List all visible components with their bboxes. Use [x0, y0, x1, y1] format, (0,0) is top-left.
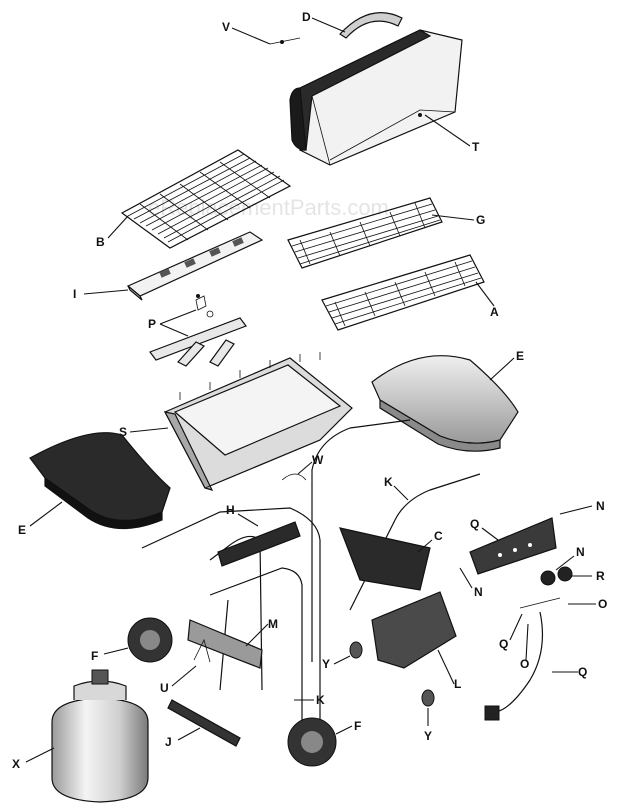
callout-m: M	[268, 617, 278, 631]
side-shelf-left	[29, 432, 171, 530]
callout-n-upper: N	[596, 499, 605, 513]
control-knobs	[540, 566, 573, 586]
callout-l: L	[454, 677, 461, 691]
callout-e-left: E	[18, 523, 26, 537]
callout-q-middle: Q	[499, 637, 508, 651]
callout-p: P	[148, 317, 156, 331]
callout-f-left: F	[91, 649, 98, 663]
propane-tank	[51, 669, 149, 803]
cooking-grate	[120, 149, 292, 249]
leg-feet	[349, 641, 435, 707]
watermark-text: eReplacementParts.com	[148, 195, 389, 220]
frame-brace-h	[217, 521, 301, 567]
callout-k-upper: K	[384, 475, 393, 489]
gas-hose	[484, 597, 561, 721]
callout-r: R	[596, 569, 605, 583]
callout-q-upper: Q	[470, 517, 479, 531]
callout-a: A	[490, 305, 499, 319]
callout-e-right: E	[516, 349, 524, 363]
wheel-lower	[287, 717, 337, 767]
callout-i: I	[73, 287, 76, 301]
warming-rack-upper	[287, 197, 443, 269]
callout-b: B	[96, 235, 105, 249]
lid-handle	[339, 12, 403, 39]
hook-w	[281, 473, 307, 481]
front-panel-l	[371, 591, 457, 669]
callout-o-lower: O	[520, 657, 529, 671]
thermometer-part	[269, 37, 301, 45]
callout-y-upper: Y	[322, 657, 330, 671]
callout-s: S	[119, 425, 127, 439]
callout-w: W	[312, 453, 324, 467]
callout-q-lower: Q	[578, 665, 587, 679]
callout-k-lower: K	[316, 693, 325, 707]
wheel-left	[127, 617, 173, 663]
control-panel-q	[469, 517, 557, 575]
callout-f-lower: F	[354, 719, 361, 733]
side-shelf-right	[371, 355, 519, 452]
callout-j: J	[165, 735, 172, 749]
condiment-basket-c	[339, 527, 431, 591]
callout-h: H	[226, 503, 235, 517]
callouts: V D T B G I A P E S W E K N H Q C	[12, 10, 607, 771]
callout-o-right: O	[598, 597, 607, 611]
grill-lid	[289, 29, 463, 166]
tank-bracket-m	[187, 619, 263, 669]
callout-x: X	[12, 757, 20, 771]
callout-n-lower: N	[474, 585, 483, 599]
warming-rack-lower	[321, 254, 485, 331]
callout-v: V	[222, 20, 230, 34]
callout-c: C	[434, 529, 443, 543]
callout-u: U	[160, 681, 169, 695]
hook-u	[193, 638, 211, 663]
firebox	[163, 352, 353, 491]
callout-t: T	[472, 140, 480, 154]
burner	[149, 294, 247, 367]
crossbar-j	[167, 699, 241, 747]
callout-y-lower: Y	[424, 729, 432, 743]
callout-n-middle: N	[576, 545, 585, 559]
callout-d: D	[302, 10, 311, 24]
heat-plate	[126, 231, 264, 301]
callout-g: G	[476, 213, 485, 227]
cart-frame	[141, 419, 481, 760]
